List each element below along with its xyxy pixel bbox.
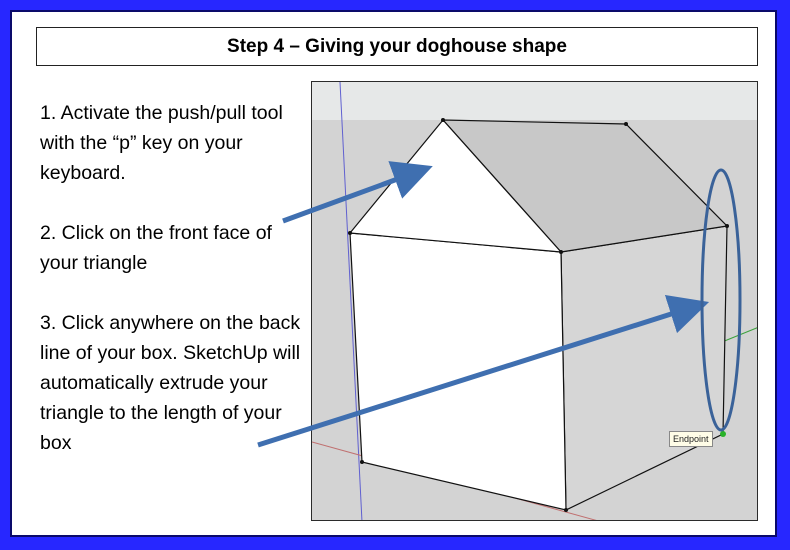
vertex: [348, 231, 352, 235]
sketchup-viewport[interactable]: Endpoint: [311, 81, 758, 521]
blue-axis: [339, 82, 363, 520]
step-3-text: 3. Click anywhere on the back line of yo…: [40, 312, 301, 454]
sky-area: [312, 82, 757, 122]
vertex: [624, 122, 628, 126]
vertex: [564, 508, 568, 512]
endpoint-tooltip: Endpoint: [669, 431, 713, 447]
vertex: [441, 118, 445, 122]
vertex: [559, 250, 563, 254]
vertex: [360, 460, 364, 464]
slide-panel: Step 4 – Giving your doghouse shape 1. A…: [10, 10, 777, 537]
model-canvas[interactable]: [312, 82, 758, 521]
slide-title: Step 4 – Giving your doghouse shape: [36, 27, 758, 66]
step-2-text: 2. Click on the front face of your trian…: [40, 222, 272, 274]
instructions-list: 1. Activate the push/pull tool with the …: [40, 98, 305, 458]
step-1-text: 1. Activate the push/pull tool with the …: [40, 102, 283, 184]
slide-title-text: Step 4 – Giving your doghouse shape: [227, 35, 567, 57]
vertex: [725, 224, 729, 228]
endpoint-marker: [720, 431, 726, 437]
